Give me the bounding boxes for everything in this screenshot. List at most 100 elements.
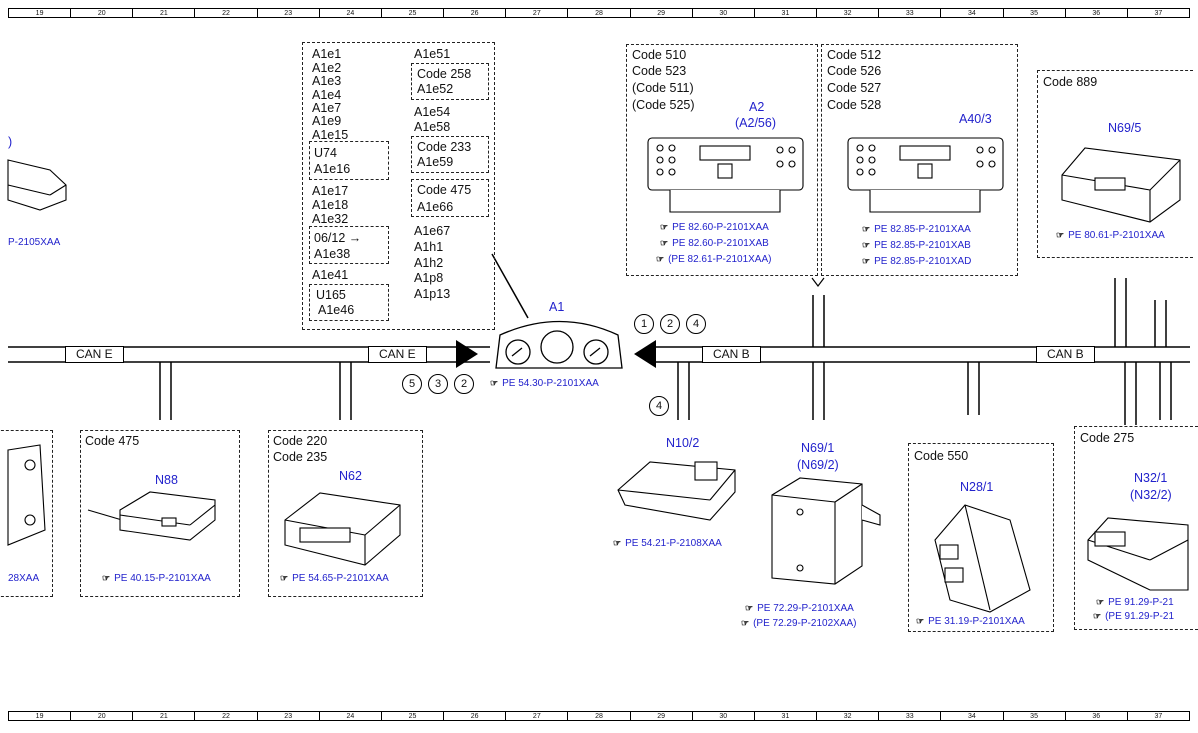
n88-ref[interactable]: ☞PE 40.15-P-2101XAA (102, 573, 211, 584)
code258-box (411, 63, 489, 100)
a2-ref-2[interactable]: ☞PE 82.60-P-2101XAB (660, 238, 769, 249)
ruler-cell: 29 (631, 712, 693, 720)
a40-ref-2[interactable]: ☞PE 82.85-P-2101XAB (862, 240, 971, 251)
code258-item: A1e52 (417, 82, 454, 96)
n62-box (268, 430, 423, 597)
n10-2-ref[interactable]: ☞PE 54.21-P-2108XAA (613, 538, 722, 549)
code475-a1-box (411, 179, 489, 217)
a1-item: A1p8 (414, 271, 444, 285)
u165-code: U165 (316, 288, 346, 302)
ruler-cell: 25 (382, 712, 445, 720)
pointer-hand-icon: ☞ (862, 240, 871, 250)
a2-ref-1[interactable]: ☞PE 82.60-P-2101XAA (660, 222, 769, 233)
code233-box (411, 136, 489, 173)
n88-code: Code 475 (85, 434, 140, 448)
pointer-hand-icon: ☞ (1096, 597, 1105, 607)
n69-5-ref[interactable]: ☞PE 80.61-P-2101XAA (1056, 230, 1165, 241)
ruler-cell: 36 (1066, 712, 1128, 720)
n32-1-label-alt: (N32/2) (1130, 488, 1172, 502)
a1-item: A1e54 (414, 105, 451, 119)
a1-item: A1e7 (312, 101, 342, 115)
ruler-cell: 34 (941, 9, 1004, 17)
box-0612-code: 06/12 → (314, 231, 362, 245)
left-bottom-ref[interactable]: 28XAA (8, 573, 40, 584)
a1-item: A1e18 (312, 198, 349, 212)
a1-item: A1e51 (414, 47, 451, 61)
a1-item: A1p13 (414, 287, 451, 301)
n69-5-code: Code 889 (1043, 75, 1098, 89)
n62-code: Code 235 (273, 450, 328, 464)
ruler-cell: 29 (631, 9, 693, 17)
left-top-label: ) (8, 135, 13, 149)
ruler-cell: 28 (568, 9, 631, 17)
n32-1-drawing (1087, 517, 1189, 591)
n88-label: N88 (155, 473, 178, 487)
a1-item: A1e67 (414, 224, 451, 238)
a40-radio-drawing (847, 137, 1004, 213)
circle-2: 2 (660, 314, 680, 334)
pointer-hand-icon: ☞ (660, 222, 669, 232)
n69-1-drawing (771, 477, 881, 585)
ruler-cell: 31 (755, 712, 818, 720)
n32-1-ref-2[interactable]: ☞(PE 91.29-P-21 (1093, 611, 1175, 622)
ruler-cell: 24 (320, 712, 382, 720)
a1-item: A1e9 (312, 114, 342, 128)
n69-1-ref-2[interactable]: ☞(PE 72.29-P-2102XAA) (741, 618, 857, 629)
ruler-cell: 35 (1004, 9, 1066, 17)
ruler-cell: 21 (133, 9, 196, 17)
n10-2-label: N10/2 (666, 436, 700, 450)
ruler-cell: 22 (195, 712, 258, 720)
pointer-hand-icon: ☞ (862, 224, 871, 234)
n28-1-ref[interactable]: ☞PE 31.19-P-2101XAA (916, 616, 1025, 627)
n69-1-ref-1[interactable]: ☞PE 72.29-P-2101XAA (745, 603, 854, 614)
left-bottom-box (0, 430, 53, 597)
ruler-cell: 27 (506, 712, 569, 720)
code475-a1-code: Code 475 (417, 183, 472, 197)
a1-ref[interactable]: ☞PE 54.30-P-2101XAA (490, 378, 599, 389)
can-e-label-right: CAN E (368, 346, 427, 363)
can-e-label-left: CAN E (65, 346, 124, 363)
ruler-cell: 31 (755, 9, 818, 17)
left-bottom-drawing (7, 444, 46, 546)
pointer-hand-icon: ☞ (741, 618, 750, 628)
code258-code: Code 258 (417, 67, 472, 81)
ruler-cell: 23 (258, 9, 320, 17)
a2-radio-drawing (647, 137, 804, 213)
n10-2-drawing (617, 461, 736, 521)
n88-drawing (87, 491, 216, 541)
ruler-cell: 34 (941, 712, 1004, 720)
ruler-cell: 24 (320, 9, 382, 17)
n28-1-box (908, 443, 1054, 632)
circle-1: 1 (634, 314, 654, 334)
left-top-ref[interactable]: P-2105XAA (8, 237, 61, 248)
a2-label-alt: (A2/56) (735, 116, 776, 130)
a40-box (821, 44, 1018, 276)
ruler-cell: 36 (1066, 9, 1128, 17)
a1-item: A1e17 (312, 184, 349, 198)
ruler-cell: 30 (693, 712, 755, 720)
circle-4b: 4 (649, 396, 669, 416)
n88-box (80, 430, 240, 597)
ruler-cell: 20 (71, 712, 134, 720)
a1-item: A1e41 (312, 268, 349, 282)
a2-ref-3[interactable]: ☞(PE 82.61-P-2101XAA) (656, 254, 772, 265)
code475-a1-item: A1e66 (417, 200, 454, 214)
a1-label: A1 (549, 300, 565, 314)
pointer-hand-icon: ☞ (1093, 611, 1102, 621)
a40-ref-1[interactable]: ☞PE 82.85-P-2101XAA (862, 224, 971, 235)
n62-label: N62 (339, 469, 362, 483)
ruler-cell: 22 (195, 9, 258, 17)
a1-item: A1e3 (312, 74, 342, 88)
ruler-cell: 26 (444, 712, 507, 720)
pointer-hand-icon: ☞ (1056, 230, 1065, 240)
n32-1-ref-1[interactable]: ☞PE 91.29-P-21 (1096, 597, 1174, 608)
a1-item: A1e32 (312, 212, 349, 226)
left-top-drawing (7, 159, 67, 211)
a1-cluster-drawing (495, 320, 623, 369)
code233-item: A1e59 (417, 155, 454, 169)
n62-ref[interactable]: ☞PE 54.65-P-2101XAA (280, 573, 389, 584)
a2-box (626, 44, 818, 276)
a40-ref-3[interactable]: ☞PE 82.85-P-2101XAD (862, 256, 972, 267)
